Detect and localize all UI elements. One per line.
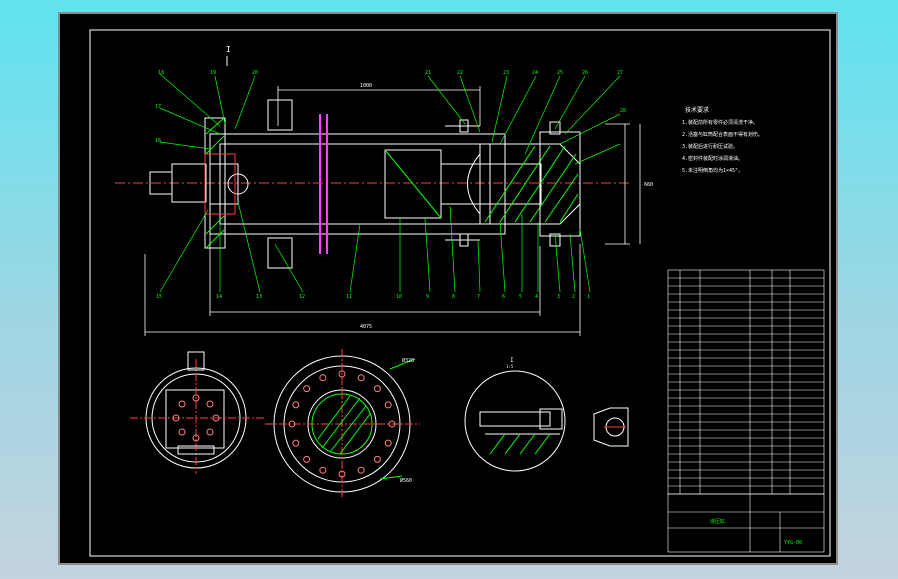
balloon-bottom-4: 12: [299, 294, 305, 300]
notes-title: 技术要求: [685, 106, 709, 114]
balloon-top-10: 27: [617, 70, 623, 76]
balloon-bottom-13: 3: [557, 294, 560, 300]
dim-overall: 4075: [360, 324, 372, 330]
title-block: [667, 493, 825, 553]
balloon-bottom-3: 13: [256, 294, 262, 300]
balloon-bottom-6: 10: [396, 294, 402, 300]
balloon-numbers: 18 19 20 21 22 23 24 25 26 27 28 17 16 1…: [155, 70, 626, 300]
dim-bolt: Ø560: [400, 477, 412, 484]
flange-bolt-hole: [319, 374, 327, 382]
inner-frame: [89, 29, 831, 557]
flange-bolt-hole: [303, 455, 311, 463]
cylinder-barrel: [209, 133, 506, 235]
balloon-bottom-7: 9: [426, 294, 429, 300]
detail-scale: 1:5: [506, 364, 514, 369]
note-1: 1.装配前所有零件必须清洗干净。: [682, 119, 758, 126]
balloon-top-1: 18: [158, 70, 164, 76]
dimensions: [144, 86, 641, 336]
balloon-top-6: 23: [503, 70, 509, 76]
balloon-top-8: 25: [557, 70, 563, 76]
balloon-top-7: 24: [532, 70, 538, 76]
end-cap: [479, 143, 581, 225]
drawing-sheet: 1000 4075 660 I 18 19: [58, 12, 838, 565]
balloon-left-1: 17: [155, 104, 161, 110]
dim-top: 1000: [360, 83, 372, 89]
detail-view-i: [464, 370, 566, 472]
note-5: 5.未注明倒角均为1×45°。: [682, 167, 743, 174]
balloon-bottom-14: 2: [572, 294, 575, 300]
flange-bolt-hole: [384, 401, 392, 409]
flange-bolt-hole: [357, 374, 365, 382]
dim-height-right: 660: [644, 182, 653, 188]
balloon-bottom-8: 8: [452, 294, 455, 300]
balloon-bottom-10: 6: [502, 294, 505, 300]
title-block-title: 液压缸: [710, 518, 725, 525]
balloon-top-4: 21: [425, 70, 431, 76]
balloon-bottom-1: 15: [156, 294, 162, 300]
flange-bolt-hole: [292, 401, 300, 409]
balloon-top-2: 19: [210, 70, 216, 76]
flange-bolt-hole: [357, 466, 365, 474]
balloon-bottom-15: 1: [587, 294, 590, 300]
note-2: 2.活塞与缸筒配合表面不得有划伤。: [682, 131, 763, 138]
balloon-bottom-11: 5: [519, 294, 522, 300]
flange-bolt-hole: [338, 370, 346, 378]
balloon-bottom-12: 4: [535, 294, 538, 300]
balloon-top-11: 28: [620, 108, 626, 114]
note-3: 3.装配后进行耐压试验。: [682, 143, 738, 150]
valve-view: [593, 407, 629, 447]
flange-bolt-hole: [384, 439, 392, 447]
detail-label: I: [510, 357, 514, 364]
flange-bolt-hole: [388, 420, 396, 428]
balloon-bottom-2: 14: [216, 294, 222, 300]
balloon-left-2: 16: [155, 138, 161, 144]
section-label: I: [226, 45, 231, 54]
piston-rod: [440, 163, 542, 205]
flange-bolt-hole: [338, 470, 346, 478]
end-view-flange: [265, 349, 420, 499]
cad-drawing: 1000 4075 660 I 18 19: [89, 29, 831, 557]
balloon-bottom-9: 7: [477, 294, 480, 300]
title-block-drawing-no: YYG-00: [784, 540, 802, 546]
dim-bore: Ø320: [402, 357, 414, 364]
balloon-bottom-5: 11: [346, 294, 352, 300]
main-section-view: [115, 99, 630, 269]
flange-bolt-hole: [373, 385, 381, 393]
flange-bolt-hole: [288, 420, 296, 428]
balloon-top-5: 22: [457, 70, 463, 76]
balloon-top-9: 26: [582, 70, 588, 76]
flange-bolt-hole: [303, 385, 311, 393]
parts-list: [667, 269, 825, 495]
flange-bolt-hole: [292, 439, 300, 447]
balloon-top-3: 20: [252, 70, 258, 76]
end-view-left: [130, 351, 265, 474]
technical-notes: 技术要求 1.装配前所有零件必须清洗干净。 2.活塞与缸筒配合表面不得有划伤。 …: [682, 106, 763, 174]
flange-bolt-hole: [373, 455, 381, 463]
flange-bolt-hole: [319, 466, 327, 474]
leader-lines: [159, 73, 621, 293]
note-4: 4.密封件装配时涂润滑油。: [682, 155, 743, 162]
